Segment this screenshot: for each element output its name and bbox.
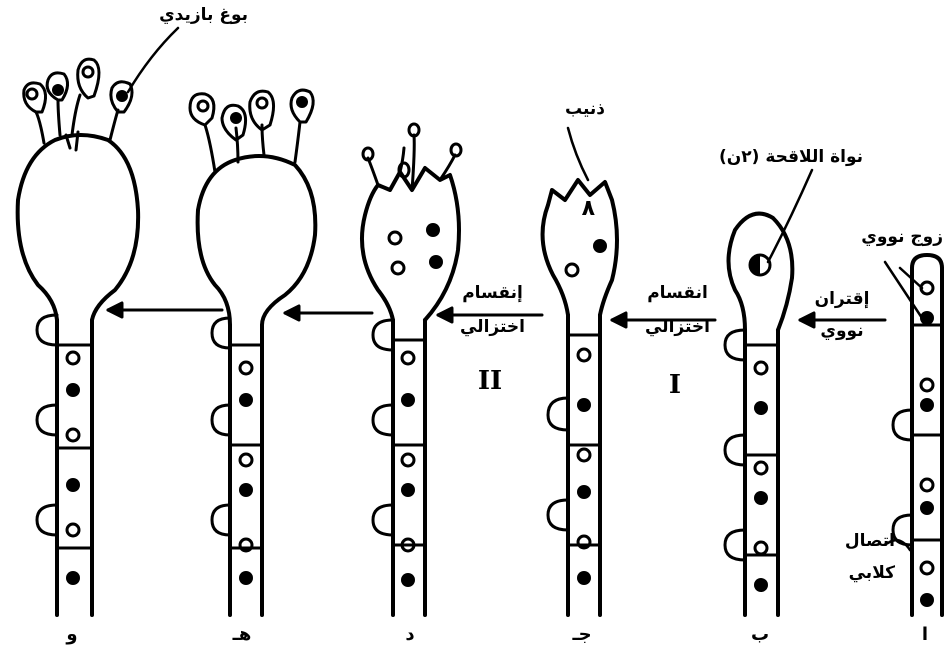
nuclear-fusion-line2: نووي	[812, 322, 872, 342]
meiosis-1-label: انقسام اختزالي	[640, 284, 715, 337]
stage-c-basidium	[543, 180, 617, 615]
stage-label-b: ب	[740, 624, 780, 645]
meiosis-2-roman: II	[470, 366, 510, 396]
stage-label-a: ا	[905, 624, 945, 645]
meiosis-1-line1: انقسام	[640, 284, 715, 304]
stage-d-basidium	[362, 124, 461, 615]
clamp-connection-line1: اتصال	[835, 532, 895, 552]
meiosis-1-roman: I	[655, 370, 695, 400]
basidiospore-label: بوغ بازيدي	[128, 6, 248, 26]
meiosis-2-label: إنقسام اختزالي	[455, 284, 530, 337]
stage-f-basidium	[18, 59, 138, 615]
nuclear-fusion-line1: إقتران	[812, 290, 872, 310]
sterigma-label: ذنيب	[535, 100, 605, 120]
meiosis-2-line2: اختزالي	[455, 318, 530, 338]
stage-label-c: جـ	[562, 624, 602, 645]
nuclear-pair-label: زوج نووي	[843, 228, 943, 248]
clamp-connection-label: اتصال كلابي	[835, 532, 895, 583]
stage-label-f: و	[52, 624, 92, 645]
stage-label-e: هـ	[222, 624, 262, 645]
stage-b-basidium	[725, 214, 792, 615]
stage-label-d: د	[390, 624, 430, 645]
zygote-nucleus-label: نواة اللاقحة (٢ن)	[688, 148, 863, 168]
nuclear-fusion-label: إقتران نووي	[812, 290, 872, 341]
stage-e-basidium	[190, 90, 315, 615]
clamp-connection-line2: كلابي	[835, 564, 895, 584]
meiosis-2-line1: إنقسام	[455, 284, 530, 304]
meiosis-1-line2: اختزالي	[640, 318, 715, 338]
inner-cell-number: ٨	[575, 196, 595, 221]
